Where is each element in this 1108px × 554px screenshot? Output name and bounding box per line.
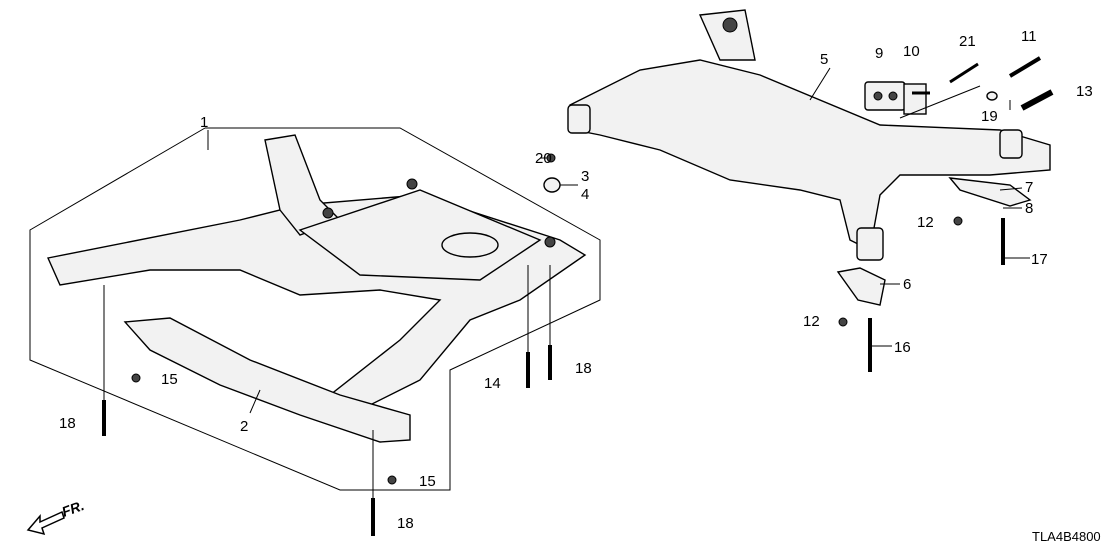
callout-14: 14 xyxy=(484,375,501,392)
callout-20: 20 xyxy=(535,150,552,167)
callout-9: 9 xyxy=(875,45,883,62)
callout-4: 4 xyxy=(581,186,589,203)
bracket-10 xyxy=(903,83,927,115)
callout-17: 17 xyxy=(1031,251,1048,268)
callout-13: 13 xyxy=(1076,83,1093,100)
front-subframe xyxy=(47,134,587,411)
leader-lines xyxy=(103,67,1030,498)
callout-18c: 18 xyxy=(397,515,414,532)
callout-1: 1 xyxy=(200,114,208,131)
callout-15a: 15 xyxy=(161,371,178,388)
callout-3: 3 xyxy=(581,168,589,185)
callout-18b: 18 xyxy=(575,360,592,377)
rear-subframe xyxy=(567,9,1051,261)
front-direction-indicator: FR. xyxy=(26,497,87,536)
bolt-11 xyxy=(1008,56,1042,78)
callout-16: 16 xyxy=(894,339,911,356)
front-stiffener xyxy=(123,317,411,443)
front-label: FR. xyxy=(60,497,87,520)
callout-21: 21 xyxy=(959,33,976,50)
callout-15b: 15 xyxy=(419,473,436,490)
callout-10: 10 xyxy=(903,43,920,60)
callout-12a: 12 xyxy=(917,214,934,231)
callout-6: 6 xyxy=(903,276,911,293)
callout-5: 5 xyxy=(820,51,828,68)
rear-bracket-6 xyxy=(836,267,886,306)
callout-18a: 18 xyxy=(59,415,76,432)
callout-8: 8 xyxy=(1025,200,1033,217)
callout-2: 2 xyxy=(240,418,248,435)
bolt-13 xyxy=(1020,89,1054,111)
washer-19 xyxy=(986,91,998,101)
callout-19: 19 xyxy=(981,108,998,125)
rear-bracket-7-8 xyxy=(948,177,1032,207)
nut-3-4 xyxy=(543,177,561,193)
callout-12b: 12 xyxy=(803,313,820,330)
front-assembly-outline xyxy=(29,127,601,491)
front-arrow-icon xyxy=(26,510,65,536)
diagram-code: TLA4B4800 xyxy=(1032,529,1101,544)
rubber-stopper-9 xyxy=(864,81,906,111)
bolts xyxy=(102,216,1005,536)
bolt-21 xyxy=(949,62,979,84)
callout-11: 11 xyxy=(1021,28,1037,45)
callout-7: 7 xyxy=(1025,179,1033,196)
